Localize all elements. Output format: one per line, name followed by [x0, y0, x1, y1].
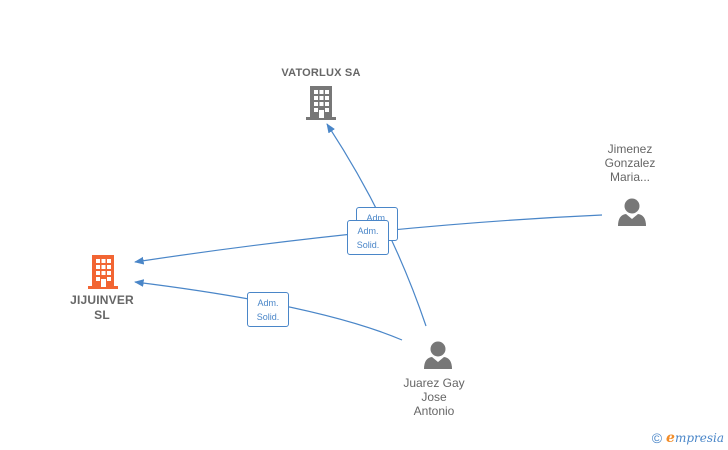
brand-name-rest: mpresia [674, 431, 724, 445]
empresia-watermark[interactable]: © empresia [652, 430, 724, 446]
person-name-line2: Gonzalez [604, 156, 656, 170]
person-name-line1: Juarez Gay [403, 376, 465, 390]
company-name: VATORLUX SA [281, 67, 361, 79]
person-name-line2: Jose [421, 390, 447, 404]
person-label-juarez[interactable]: Juarez Gay Jose Antonio [384, 376, 484, 418]
person-label-jimenez[interactable]: Jimenez Gonzalez Maria... [580, 142, 680, 184]
edge-label-line2: Solid. [356, 240, 380, 250]
edge-juarez-to-jijuinver [134, 279, 403, 341]
brand-initial: e [666, 430, 675, 446]
edge-label-line2: Solid. [256, 312, 280, 322]
building-icon[interactable] [306, 86, 336, 120]
edge-label-jimenez-jijuinver[interactable]: Adm. Solid. [347, 220, 389, 255]
copyright-symbol: © [651, 430, 663, 446]
company-name-line2: SL [94, 308, 110, 322]
company-name-line1: JIJUINVER [70, 293, 134, 307]
person-name-line3: Maria... [609, 170, 650, 184]
company-label-vatorlux[interactable]: VATORLUX SA [256, 66, 386, 80]
edge-label-line1: Adm. [366, 213, 388, 223]
person-icon[interactable] [618, 198, 646, 227]
edge-label-juarez-jijuinver[interactable]: Adm. Solid. [247, 292, 289, 327]
brand-logo: empresia [666, 430, 724, 446]
person-name-line3: Antonio [413, 404, 455, 418]
building-icon[interactable] [88, 255, 118, 289]
company-label-jijuinver[interactable]: JIJUINVER SL [52, 293, 152, 323]
person-icon[interactable] [424, 341, 452, 370]
edge-label-line1: Adm. [357, 226, 379, 236]
person-name-line1: Jimenez [607, 142, 653, 156]
edge-label-line1: Adm. [257, 298, 279, 308]
